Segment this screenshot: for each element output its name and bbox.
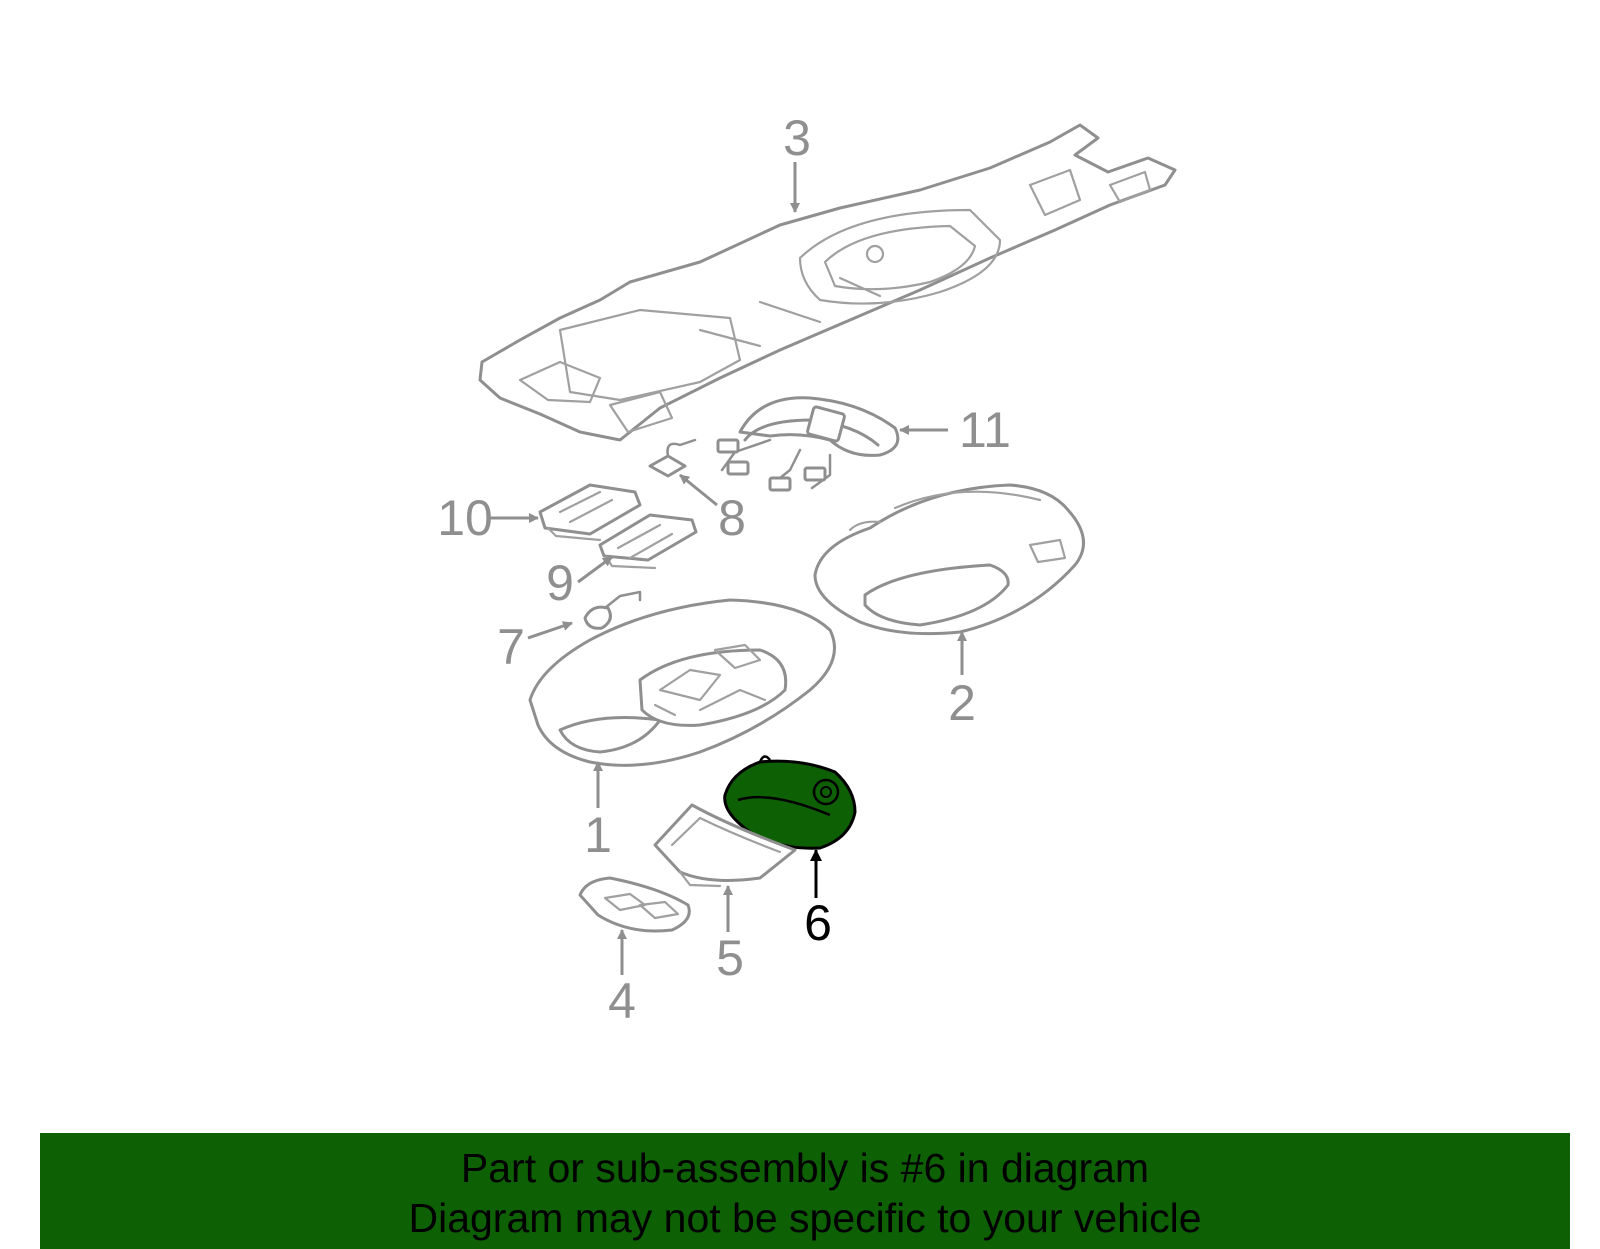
callout-1: 1 bbox=[584, 807, 612, 863]
info-banner: Part or sub-assembly is #6 in diagram Di… bbox=[40, 1133, 1570, 1249]
callout-11: 11 bbox=[959, 402, 1011, 458]
part-8-connector[interactable] bbox=[648, 438, 697, 478]
callout-8: 8 bbox=[718, 490, 746, 546]
callout-3: 3 bbox=[783, 110, 811, 166]
part-5-lens[interactable] bbox=[653, 803, 797, 888]
banner-line-2: Diagram may not be specific to your vehi… bbox=[408, 1195, 1202, 1241]
callout-4: 4 bbox=[608, 973, 636, 1029]
banner-line-1: Part or sub-assembly is #6 in diagram bbox=[460, 1145, 1150, 1191]
leader-9 bbox=[577, 555, 613, 584]
leader-8 bbox=[679, 473, 718, 507]
callout-10: 10 bbox=[437, 490, 493, 546]
part-3-headliner-frame[interactable] bbox=[478, 123, 1177, 442]
part-9-bracket[interactable] bbox=[598, 513, 698, 570]
callout-6: 6 bbox=[804, 895, 832, 951]
part-1-overhead-console[interactable] bbox=[528, 598, 836, 767]
part-10-bracket[interactable] bbox=[538, 483, 642, 542]
leader-7 bbox=[527, 621, 573, 640]
part-2-dome-housing[interactable] bbox=[813, 483, 1085, 636]
callout-9: 9 bbox=[546, 555, 574, 611]
callout-7: 7 bbox=[497, 619, 525, 675]
part-4-switch-bezel[interactable] bbox=[578, 876, 691, 933]
callout-5: 5 bbox=[716, 930, 744, 986]
part-7-clip[interactable] bbox=[583, 590, 642, 630]
part-11-wiring-harness[interactable] bbox=[716, 396, 900, 492]
callout-2: 2 bbox=[948, 675, 976, 731]
